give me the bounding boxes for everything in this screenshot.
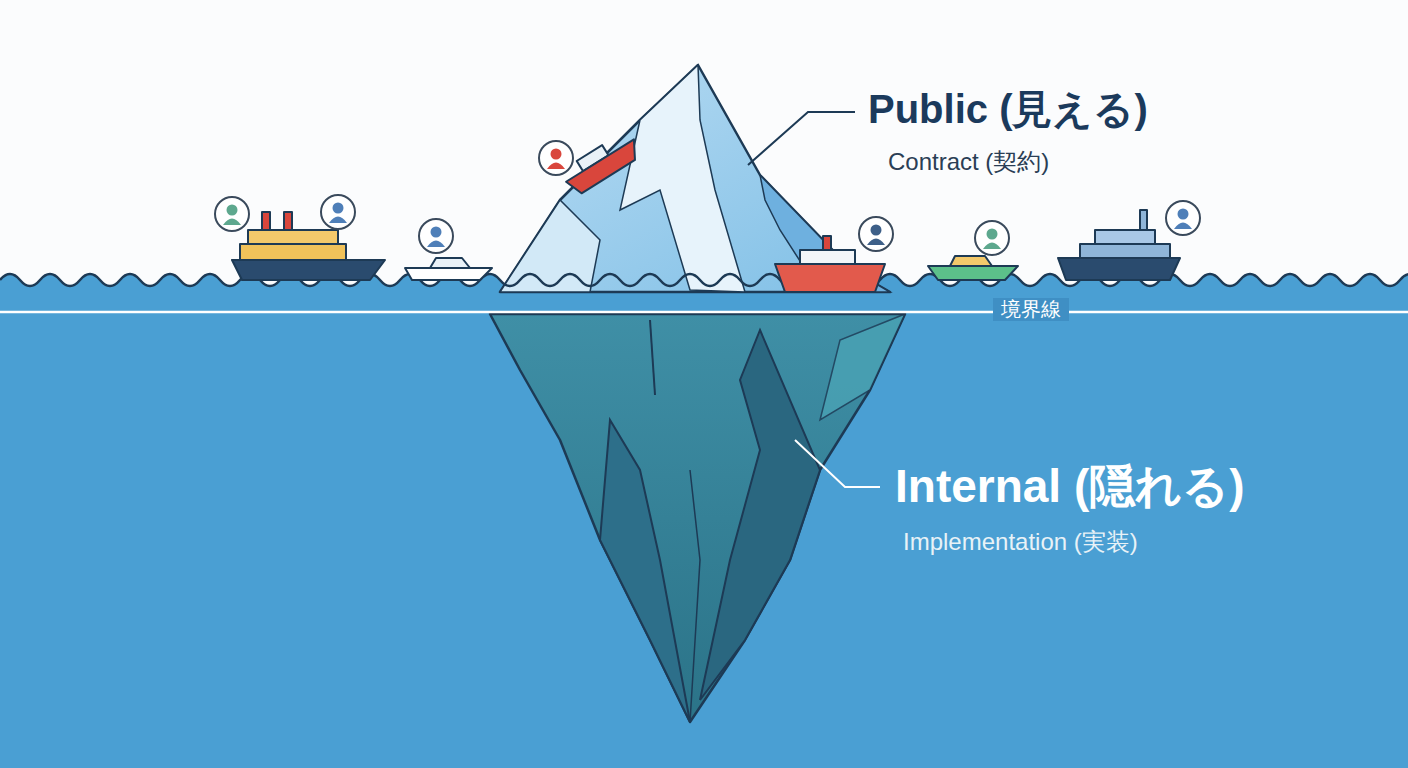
person-head [1178, 209, 1189, 220]
person-head [227, 205, 238, 216]
person-body [983, 243, 1001, 250]
person-body [547, 163, 565, 170]
person-icon [1166, 201, 1200, 235]
boat-speedboat [405, 258, 492, 280]
boat-blue-ship [1058, 210, 1180, 280]
person-head [333, 203, 344, 214]
leader-line [795, 440, 880, 487]
person-icon [859, 217, 893, 251]
person-icon [215, 197, 249, 231]
heading-label: Public (見える) [868, 86, 1148, 132]
boundary-label: 境界線 [993, 298, 1069, 321]
subtitle-label: Contract (契約) [888, 148, 1049, 176]
iceberg-tip [500, 65, 890, 292]
person-body [427, 241, 445, 248]
person-head [431, 227, 442, 238]
person-head [987, 229, 998, 240]
wave-line [0, 274, 1408, 286]
boundary-line [0, 311, 1408, 314]
person-body [223, 219, 241, 226]
person-head [871, 225, 882, 236]
heading-label: Internal (隠れる) [895, 460, 1245, 513]
leader-line [748, 112, 855, 165]
boat-cruise-ship [232, 212, 385, 280]
person-icon [419, 219, 453, 253]
subtitle-label: Implementation (実装) [903, 528, 1138, 556]
person-head [551, 149, 562, 160]
person-body [1174, 223, 1192, 230]
boat-red [775, 236, 885, 292]
person-icon [321, 195, 355, 229]
person-body [329, 217, 347, 224]
person-icons [215, 141, 1200, 255]
iceberg-underwater [490, 314, 905, 722]
person-icon [539, 141, 573, 175]
person-icon [975, 221, 1009, 255]
water-surface [0, 274, 1408, 768]
boat-green [928, 256, 1018, 280]
person-body [867, 239, 885, 246]
